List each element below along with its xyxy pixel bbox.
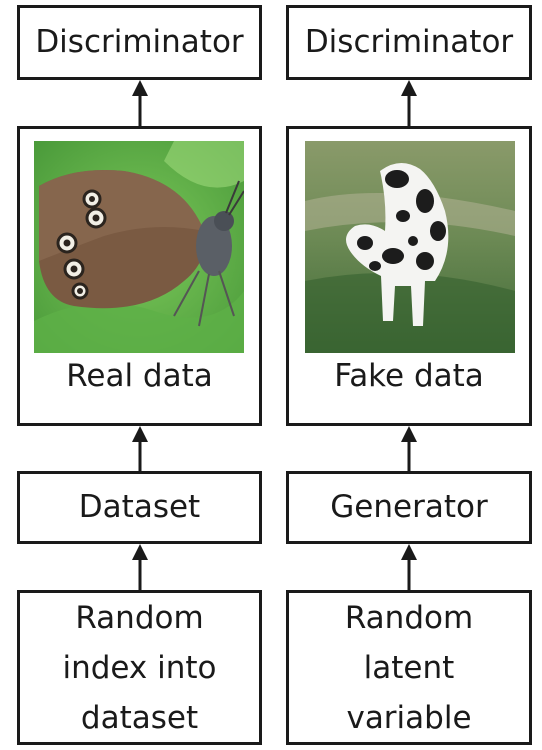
right-arrow-to-generator [401, 544, 417, 591]
right-discriminator-box: Discriminator [286, 5, 532, 80]
left-discriminator-label: Discriminator [35, 24, 244, 61]
random-latent-label: Random latent variable [289, 593, 529, 742]
random-index-label: Random index into dataset [20, 593, 259, 742]
random-index-line-1: Random [75, 599, 204, 636]
random-latent-line-1: Random [344, 599, 474, 636]
fake-data-label: Fake data [334, 358, 484, 394]
dataset-box: Dataset [17, 471, 262, 544]
random-latent-box: Random latent variable [286, 590, 532, 745]
right-arrow-to-discriminator [401, 80, 417, 127]
generator-box: Generator [286, 471, 532, 544]
left-arrow-to-real-data [132, 426, 148, 472]
right-arrow-to-fake-data [401, 426, 417, 472]
generated-cow-photo [305, 141, 515, 353]
random-latent-line-2: latent [363, 649, 455, 686]
fake-data-box: Fake data [286, 126, 532, 426]
butterfly-photo [34, 141, 244, 353]
dataset-label: Dataset [78, 489, 201, 526]
generator-label: Generator [330, 489, 488, 526]
left-arrow-to-discriminator [132, 80, 148, 127]
random-latent-line-3: variable [346, 699, 472, 736]
left-discriminator-box: Discriminator [17, 5, 262, 80]
real-data-label: Real data [66, 358, 213, 394]
random-index-line-2: index into [62, 649, 217, 686]
left-arrow-to-dataset [132, 544, 148, 591]
right-discriminator-label: Discriminator [304, 24, 514, 61]
random-index-line-3: dataset [80, 699, 199, 736]
real-data-box: Real data [17, 126, 262, 426]
random-index-box: Random index into dataset [17, 590, 262, 745]
